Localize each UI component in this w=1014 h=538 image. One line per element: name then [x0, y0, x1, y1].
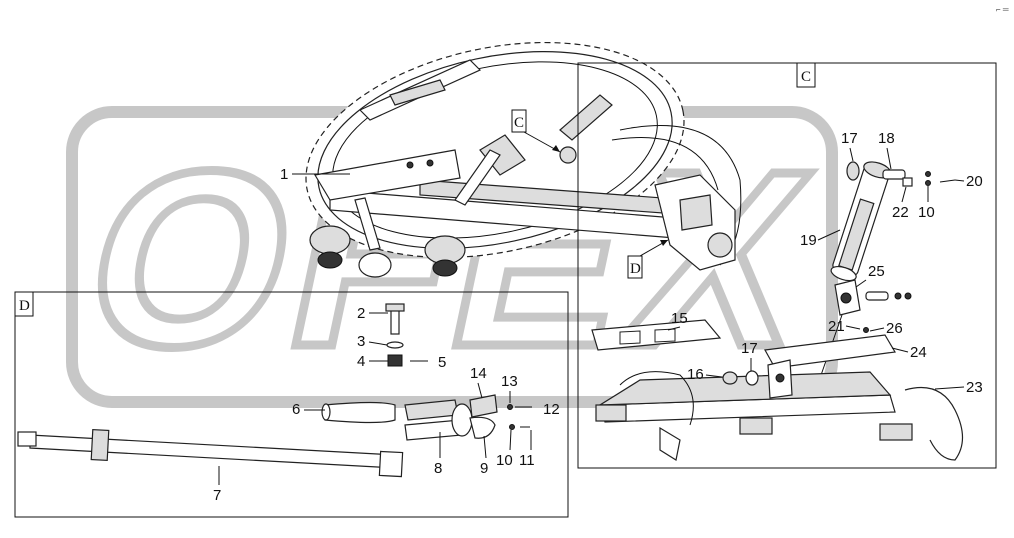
svg-text:C: C [801, 69, 811, 85]
callout-13: 13 [501, 373, 518, 390]
callout-17a: 17 [841, 130, 858, 147]
callout-9: 9 [480, 460, 488, 477]
callout-7: 7 [213, 487, 221, 504]
hydraulic-cylinder [830, 161, 892, 282]
callout-16: 16 [687, 366, 704, 383]
callout-14: 14 [470, 365, 487, 382]
callout-10a: 10 [496, 452, 513, 469]
callout-17b: 17 [741, 340, 758, 357]
callout-22: 22 [892, 204, 909, 221]
callout-5: 5 [438, 354, 446, 371]
callout-4: 4 [357, 353, 365, 370]
callout-20: 20 [966, 173, 983, 190]
callout-3: 3 [357, 333, 365, 350]
callout-24: 24 [910, 344, 927, 361]
svg-text:C: C [514, 115, 524, 131]
callout-25: 25 [868, 263, 885, 280]
view-tag-c-main: C [511, 109, 561, 153]
svg-text:D: D [19, 298, 30, 314]
callout-10b: 10 [918, 204, 935, 221]
callout-18: 18 [878, 130, 895, 147]
corner-mark: ⌐ ═ [996, 5, 1009, 14]
callout-26: 26 [886, 320, 903, 337]
callout-12: 12 [543, 401, 560, 418]
callout-6: 6 [292, 401, 300, 418]
callout-2: 2 [357, 305, 365, 322]
svg-text:D: D [630, 261, 641, 277]
callout-8: 8 [434, 460, 442, 477]
callout-23: 23 [966, 379, 983, 396]
callout-11: 11 [519, 452, 535, 469]
view-tag-d-main: D [627, 239, 669, 279]
detail-view-c: C [577, 62, 997, 469]
detail-view-d: D [14, 291, 569, 518]
callout-1: 1 [280, 166, 288, 183]
callout-21: 21 [828, 318, 845, 335]
callout-15: 15 [671, 310, 688, 327]
sprocket-wheel-assembly [305, 41, 742, 278]
callout-19: 19 [800, 232, 817, 249]
